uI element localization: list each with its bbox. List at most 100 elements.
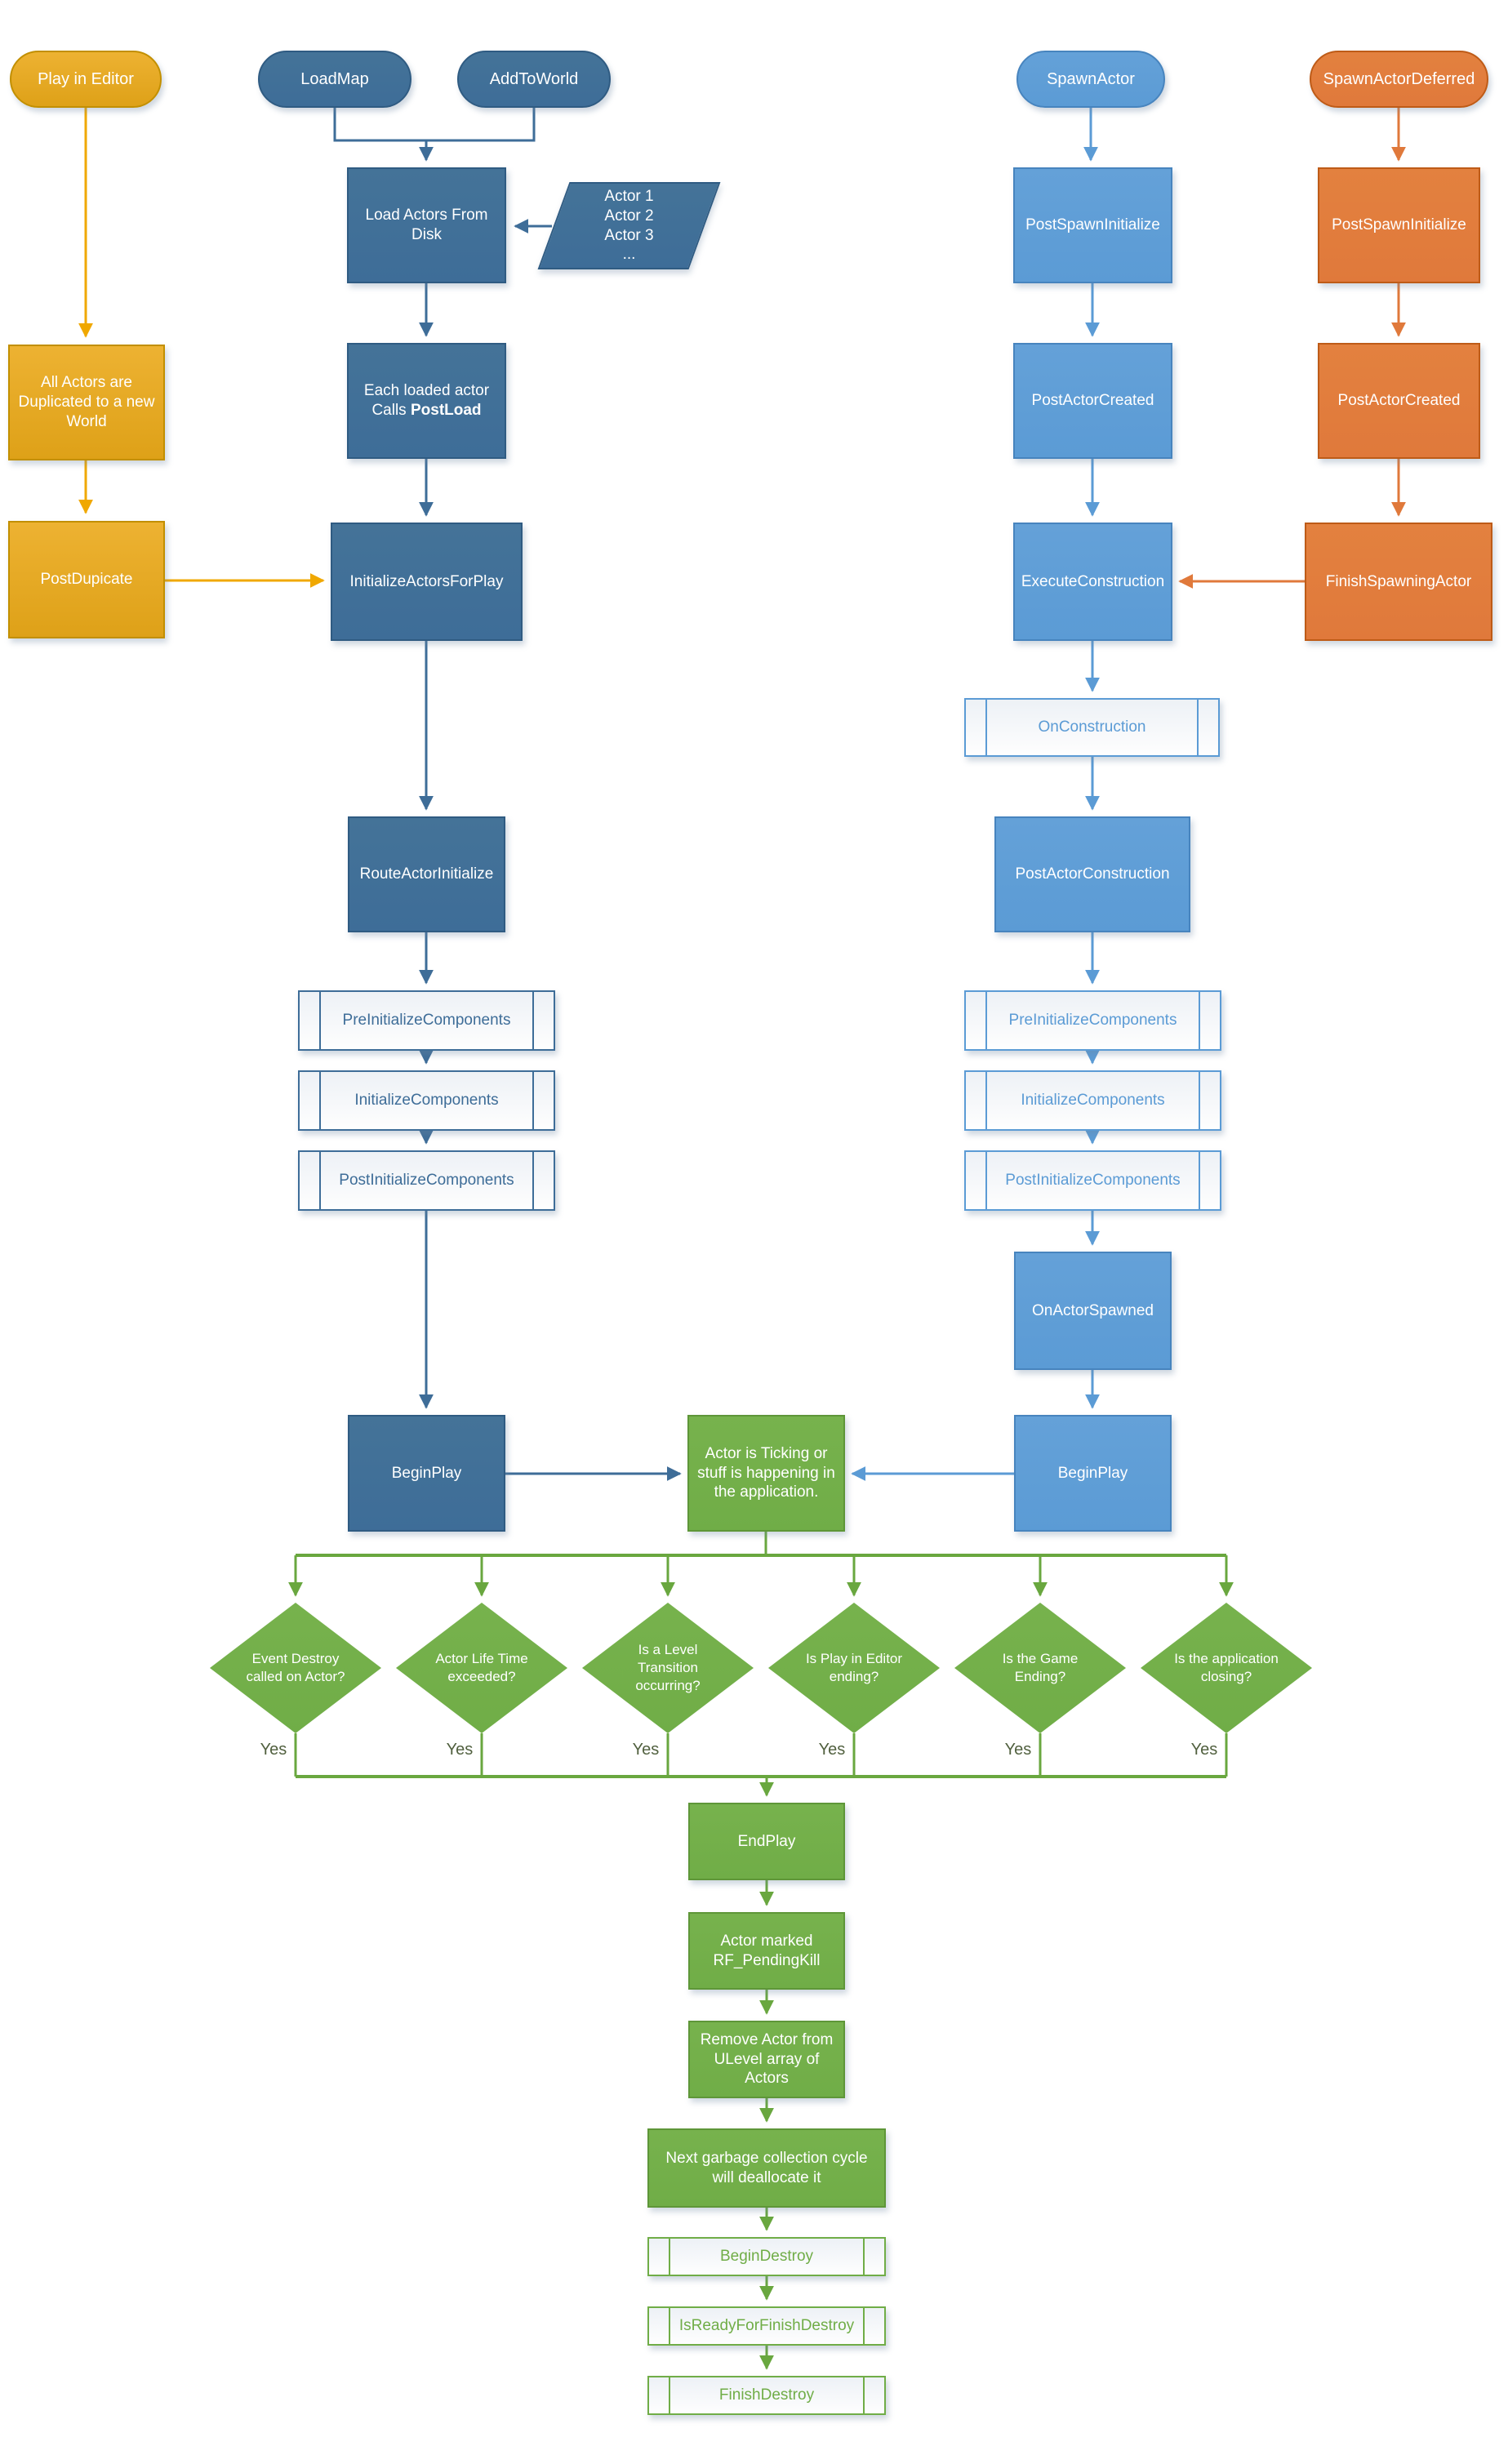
route-actor-initialize-label: RouteActorInitialize — [359, 865, 494, 883]
execute-construction-label: ExecuteConstruction — [1021, 572, 1165, 590]
post-actor-created-deferred-label: PostActorCreated — [1337, 392, 1461, 410]
finish-destroy-label: FinishDestroy — [718, 2386, 815, 2404]
post-actor-created-spawn-label: PostActorCreated — [1031, 392, 1154, 410]
predefined-process-bar — [863, 2239, 865, 2275]
addtoworld-label: AddToWorld — [489, 69, 579, 88]
predefined-process-bar — [669, 2239, 670, 2275]
post-initialize-components-right-label: PostInitializeComponents — [1005, 1172, 1181, 1190]
remove-actor-from-ulevel: Remove Actor from ULevel array of Actors — [688, 2021, 845, 2098]
connector — [333, 108, 536, 142]
begin-play-right-label: BeginPlay — [1057, 1464, 1128, 1482]
post-spawn-initialize-spawn-label: PostSpawnInitialize — [1025, 216, 1160, 234]
post-spawn-initialize-spawn: PostSpawnInitialize — [1013, 167, 1172, 283]
initialize-components-left: InitializeComponents — [298, 1070, 555, 1131]
predefined-process-bar — [985, 700, 987, 755]
begin-destroy: BeginDestroy — [647, 2237, 886, 2276]
yes-label-4: Yes — [803, 1736, 861, 1763]
remove-actor-from-ulevel-label: Remove Actor from ULevel array of Actors — [700, 2030, 834, 2088]
application-closing-decision-label: Is the application closing? — [1174, 1650, 1279, 1684]
actor-list: Actor 1 Actor 2 Actor 3 ... — [537, 182, 721, 269]
predefined-process-bar — [985, 992, 987, 1049]
spawn-actor-label: SpawnActor — [1047, 69, 1135, 88]
execute-construction: ExecuteConstruction — [1013, 523, 1172, 641]
yes-label-1-label: Yes — [260, 1740, 287, 1759]
all-actors-duplicated-label: All Actors are Duplicated to a new World — [18, 374, 155, 430]
on-construction: OnConstruction — [964, 698, 1220, 757]
end-play-label: EndPlay — [737, 1832, 796, 1850]
end-play: EndPlay — [688, 1803, 845, 1880]
predefined-process-bar — [985, 1072, 987, 1129]
level-transition-decision-label: Is a Level Transition occurring? — [635, 1641, 701, 1694]
predefined-process-bar — [669, 2377, 670, 2413]
all-actors-duplicated: All Actors are Duplicated to a new World — [8, 345, 165, 460]
pre-initialize-components-left: PreInitializeComponents — [298, 990, 555, 1051]
yes-label-2-label: Yes — [446, 1740, 474, 1759]
post-actor-created-deferred: PostActorCreated — [1318, 343, 1480, 459]
loadmap-label: LoadMap — [300, 69, 369, 88]
post-dupicate: PostDupicate — [8, 521, 165, 638]
addtoworld: AddToWorld — [457, 51, 611, 108]
post-spawn-initialize-deferred-label: PostSpawnInitialize — [1332, 216, 1466, 234]
begin-destroy-label: BeginDestroy — [719, 2248, 814, 2266]
predefined-process-bar — [319, 992, 321, 1049]
finish-spawning-actor: FinishSpawningActor — [1305, 523, 1492, 641]
pre-initialize-components-left-label: PreInitializeComponents — [342, 1012, 511, 1030]
is-ready-for-finish-destroy-label: IsReadyForFinishDestroy — [678, 2317, 855, 2335]
post-initialize-components-right: PostInitializeComponents — [964, 1150, 1221, 1211]
play-in-editor-label: Play in Editor — [38, 69, 134, 88]
begin-play-right: BeginPlay — [1014, 1415, 1172, 1532]
post-initialize-components-left: PostInitializeComponents — [298, 1150, 555, 1211]
predefined-process-bar — [319, 1072, 321, 1129]
yes-label-6-label: Yes — [1190, 1740, 1218, 1759]
post-actor-construction-label: PostActorConstruction — [1015, 865, 1170, 883]
yes-label-6: Yes — [1176, 1736, 1233, 1763]
each-loaded-actor-postload: Each loaded actor Calls PostLoad — [347, 343, 506, 459]
actor-lifetime-decision-label: Actor Life Time exceeded? — [435, 1650, 528, 1684]
spawn-actor: SpawnActor — [1016, 51, 1165, 108]
actor-marked-pendingkill-label: Actor marked RF_PendingKill — [713, 1932, 821, 1969]
begin-play-left: BeginPlay — [348, 1415, 505, 1532]
predefined-process-bar — [1199, 992, 1200, 1049]
on-construction-label: OnConstruction — [1038, 718, 1146, 736]
actor-ticking-label: Actor is Ticking or stuff is happening i… — [697, 1444, 835, 1501]
post-dupicate-label: PostDupicate — [40, 571, 133, 589]
post-initialize-components-left-label: PostInitializeComponents — [339, 1172, 514, 1190]
yes-label-5-label: Yes — [1004, 1740, 1032, 1759]
next-garbage-collection: Next garbage collection cycle will deall… — [647, 2128, 886, 2208]
on-actor-spawned: OnActorSpawned — [1014, 1252, 1172, 1370]
predefined-process-bar — [1199, 1152, 1200, 1209]
load-actors-from-disk: Load Actors From Disk — [347, 167, 506, 283]
initialize-components-right: InitializeComponents — [964, 1070, 1221, 1131]
game-ending-decision-label: Is the Game Ending? — [1002, 1650, 1079, 1684]
predefined-process-bar — [985, 1152, 987, 1209]
finish-spawning-actor-label: FinishSpawningActor — [1325, 572, 1472, 590]
load-actors-from-disk-label: Load Actors From Disk — [365, 207, 488, 243]
predefined-process-bar — [532, 1072, 534, 1129]
yes-label-2: Yes — [431, 1736, 488, 1763]
yes-label-5: Yes — [990, 1736, 1047, 1763]
each-loaded-actor-postload-label-bold: PostLoad — [410, 402, 482, 419]
begin-play-left-label: BeginPlay — [391, 1464, 462, 1482]
spawn-actor-deferred: SpawnActorDeferred — [1310, 51, 1488, 108]
predefined-process-bar — [319, 1152, 321, 1209]
finish-destroy: FinishDestroy — [647, 2376, 886, 2415]
predefined-process-bar — [532, 992, 534, 1049]
each-loaded-actor-postload-label: Each loaded actor Calls — [363, 382, 490, 419]
predefined-process-bar — [863, 2377, 865, 2413]
predefined-process-bar — [863, 2308, 865, 2344]
initialize-components-left-label: InitializeComponents — [354, 1092, 499, 1110]
yes-label-1: Yes — [245, 1736, 302, 1763]
post-spawn-initialize-deferred: PostSpawnInitialize — [1318, 167, 1480, 283]
predefined-process-bar — [532, 1152, 534, 1209]
on-actor-spawned-label: OnActorSpawned — [1032, 1301, 1154, 1319]
pre-initialize-components-right: PreInitializeComponents — [964, 990, 1221, 1051]
initialize-actors-for-play-label: InitializeActorsForPlay — [349, 572, 504, 590]
yes-label-3: Yes — [617, 1736, 674, 1763]
predefined-process-bar — [1197, 700, 1199, 755]
play-in-editor: Play in Editor — [10, 51, 162, 108]
loadmap: LoadMap — [258, 51, 411, 108]
initialize-actors-for-play: InitializeActorsForPlay — [331, 523, 523, 641]
spawn-actor-deferred-label: SpawnActorDeferred — [1323, 69, 1475, 88]
